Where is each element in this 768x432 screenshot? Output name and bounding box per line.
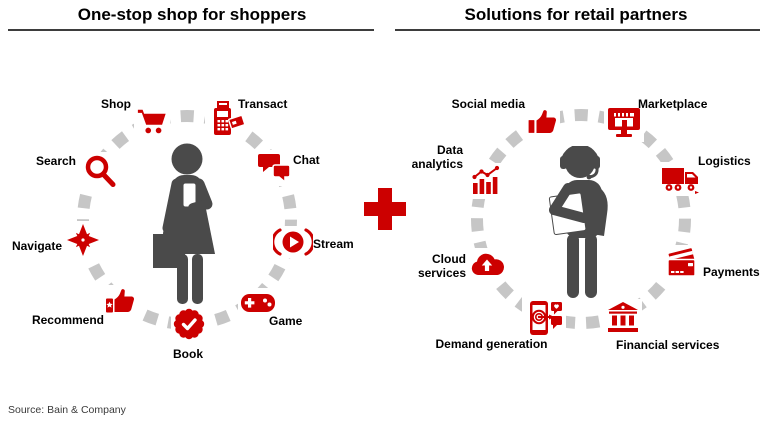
shopper-label-navigate: Navigate	[11, 239, 62, 253]
shopper-label-chat: Chat	[293, 153, 320, 167]
plus-icon	[364, 188, 406, 230]
chat-bubbles-icon	[254, 150, 294, 186]
support-agent-figure	[548, 146, 608, 298]
cloud-upload-icon	[467, 248, 507, 280]
magnifier-icon	[82, 152, 118, 190]
compass-star-icon	[64, 221, 102, 259]
shopper-figure	[153, 143, 215, 304]
right-section-title: Solutions for retail partners	[464, 5, 688, 24]
bank-icon	[604, 299, 642, 335]
target-phone-icon	[522, 297, 566, 339]
thumbs-up-icon	[524, 106, 560, 140]
shopper-label-search: Search	[35, 154, 76, 168]
partner-label-financial-services: Financial services	[616, 338, 720, 352]
left-section-title: One-stop shop for shoppers	[77, 5, 307, 24]
storefront-monitor-icon	[604, 104, 644, 142]
pos-terminal-icon	[205, 98, 247, 139]
shopper-label-game: Game	[269, 314, 303, 328]
seal-check-icon	[171, 306, 207, 342]
shopper-label-book: Book	[173, 347, 203, 361]
partner-label-cloud-services: Cloud services	[417, 252, 466, 281]
shopper-dashed-ring	[77, 110, 297, 330]
left-title-divider	[8, 29, 374, 31]
bar-chart-trend-icon	[468, 163, 504, 199]
gamepad-icon	[238, 288, 278, 318]
partner-label-social-media: Social media	[451, 97, 525, 111]
shopper-label-recommend: Recommend	[31, 313, 104, 327]
right-title-divider	[395, 29, 760, 31]
thumbs-up-star-icon	[102, 285, 138, 319]
shopper-label-transact: Transact	[238, 97, 288, 111]
source-attribution: Source: Bain & Company	[8, 404, 126, 416]
partner-label-demand-generation: Demand generation	[435, 337, 548, 351]
delivery-truck-icon	[659, 162, 701, 196]
shopper-label-stream: Stream	[313, 237, 354, 251]
play-stream-icon	[271, 226, 315, 258]
shopping-cart-icon	[134, 105, 170, 138]
partner-label-payments: Payments	[703, 265, 760, 279]
shopper-label-shop: Shop	[101, 97, 131, 111]
partner-dashed-ring	[471, 109, 691, 329]
partner-label-logistics: Logistics	[698, 154, 751, 168]
partner-label-marketplace: Marketplace	[638, 97, 708, 111]
partner-label-data-analytics: Data analytics	[411, 143, 463, 172]
credit-cards-icon	[661, 245, 703, 281]
